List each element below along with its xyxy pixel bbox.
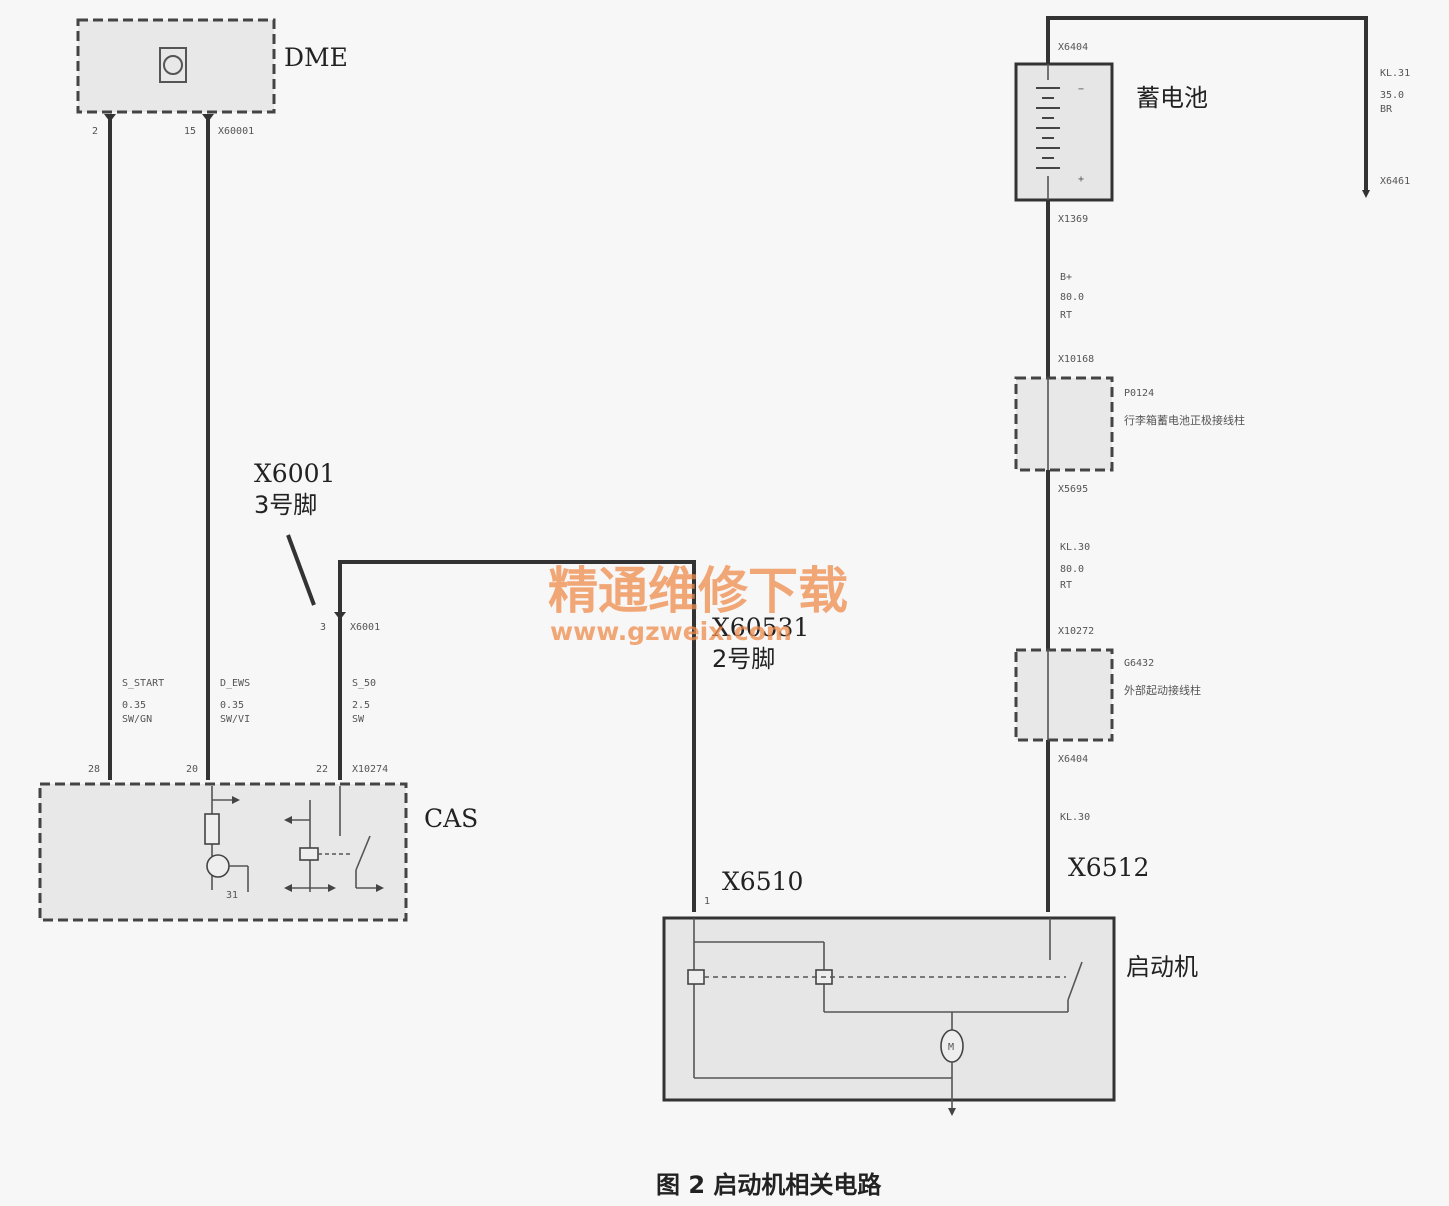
x6001-callout: X6001 xyxy=(254,459,335,488)
watermark-url: www.gzweix.com xyxy=(550,617,792,646)
x6001-pin-3: 3 xyxy=(320,622,326,633)
x6512-callout: X6512 xyxy=(1068,853,1149,882)
cas-resistor-icon xyxy=(204,813,220,845)
dme-connector-id: X60001 xyxy=(218,126,254,137)
junction-outer-start: X10272 G6432 外部起动接线柱 X6404 xyxy=(1014,626,1201,765)
wire-kl31-name: KL.31 xyxy=(1380,68,1410,79)
junction1-label: 行李箱蓄电池正极接线柱 xyxy=(1124,413,1245,427)
wire-kl30a-color: RT xyxy=(1060,580,1072,591)
junction2-box xyxy=(1014,648,1114,742)
battery-bottom-connector: X1369 xyxy=(1058,214,1088,225)
dme-pin-15-arrow xyxy=(202,114,214,122)
battery-module: 蓄电池 − + X6404 X1369 xyxy=(1014,42,1208,225)
wire-s-50-name: S_50 xyxy=(352,678,376,689)
cas-pin-22: 22 xyxy=(316,764,328,775)
wire-s-start-gauge: 0.35 xyxy=(122,700,146,711)
x6001-connector-id: X6001 xyxy=(350,622,380,633)
junction2-bottom-connector: X6404 xyxy=(1058,754,1088,765)
junction1-id: P0124 xyxy=(1124,388,1154,399)
x6510-callout: X6510 xyxy=(722,867,803,896)
wire-s-50 xyxy=(338,560,696,912)
junction1-box xyxy=(1014,376,1114,472)
junction2-id: G6432 xyxy=(1124,658,1154,669)
x60531-pin-callout: 2号脚 xyxy=(712,645,775,673)
wire-s-start-color: SW/GN xyxy=(122,714,152,725)
battery-box xyxy=(1014,62,1114,202)
junction1-top-connector: X10168 xyxy=(1058,354,1094,365)
wire-kl30b-name: KL.30 xyxy=(1060,812,1090,823)
wire-d-ews-gauge: 0.35 xyxy=(220,700,244,711)
cas-relay-switch-icon xyxy=(355,835,371,871)
dme-module: DME 2 15 X60001 xyxy=(76,18,348,137)
wire-s-50-color: SW xyxy=(352,714,365,725)
starter-ground-icon xyxy=(948,1108,956,1116)
dme-pin-15: 15 xyxy=(184,126,196,137)
battery-minus-icon: − xyxy=(1078,84,1084,95)
junction-trunk-positive: X10168 P0124 行李箱蓄电池正极接线柱 X5695 xyxy=(1014,354,1245,495)
svg-text:31: 31 xyxy=(226,890,238,901)
starter-module: 启动机 M xyxy=(662,916,1198,1116)
cas-transistor-icon xyxy=(206,854,230,878)
wire-s-50-gauge: 2.5 xyxy=(352,700,370,711)
wire-bplus-color: RT xyxy=(1060,310,1072,321)
battery-top-connector: X6404 xyxy=(1058,42,1088,53)
wire-kl30a-name: KL.30 xyxy=(1060,542,1090,553)
wire-d-ews-color: SW/VI xyxy=(220,714,250,725)
wire-d-ews-name: D_EWS xyxy=(220,678,250,689)
starter-label: 启动机 xyxy=(1126,953,1198,981)
starter-solenoid-switch-icon xyxy=(1067,961,1083,1001)
cas-connector-id: X10274 xyxy=(352,764,388,775)
wire-bplus-name: B+ xyxy=(1060,272,1072,283)
wire-bplus-gauge: 80.0 xyxy=(1060,292,1084,303)
cas-pin-20: 20 xyxy=(186,764,198,775)
cas-label: CAS xyxy=(424,804,478,833)
svg-text:M: M xyxy=(948,1042,954,1053)
figure-caption: 图 2 启动机相关电路 xyxy=(656,1171,882,1199)
watermark-title: 精通维修下载 xyxy=(548,562,848,620)
starter-pin-1: 1 xyxy=(704,896,710,907)
battery-plus-icon: + xyxy=(1078,174,1084,185)
battery-label: 蓄电池 xyxy=(1136,84,1208,112)
ground-icon xyxy=(1362,190,1370,198)
dme-label: DME xyxy=(284,43,348,72)
dme-pin-2-arrow xyxy=(104,114,116,122)
cas-box xyxy=(38,782,408,922)
wire-kl30a-gauge: 80.0 xyxy=(1060,564,1084,575)
x60531-callout: X60531 xyxy=(712,613,809,642)
wire-s-start-name: S_START xyxy=(122,678,164,689)
x6001-pin-callout: 3号脚 xyxy=(254,491,317,519)
starter-box xyxy=(662,916,1116,1102)
wire-kl31-color: BR xyxy=(1380,104,1393,115)
junction1-bottom-connector: X5695 xyxy=(1058,484,1088,495)
junction2-label: 外部起动接线柱 xyxy=(1124,683,1201,697)
starter-hold-coil-icon xyxy=(687,969,705,985)
junction2-top-connector: X10272 xyxy=(1058,626,1094,637)
cas-pin-28: 28 xyxy=(88,764,100,775)
dme-pin-2: 2 xyxy=(92,126,98,137)
wire-kl31-gauge: 35.0 xyxy=(1380,90,1404,101)
cas-relay-coil-icon xyxy=(299,847,319,861)
cas-module: CAS 28 20 22 X10274 31 xyxy=(38,764,478,922)
wire-kl31-ground xyxy=(1046,16,1368,192)
ground-connector-id: X6461 xyxy=(1380,176,1410,187)
x6001-pointer xyxy=(286,534,316,606)
